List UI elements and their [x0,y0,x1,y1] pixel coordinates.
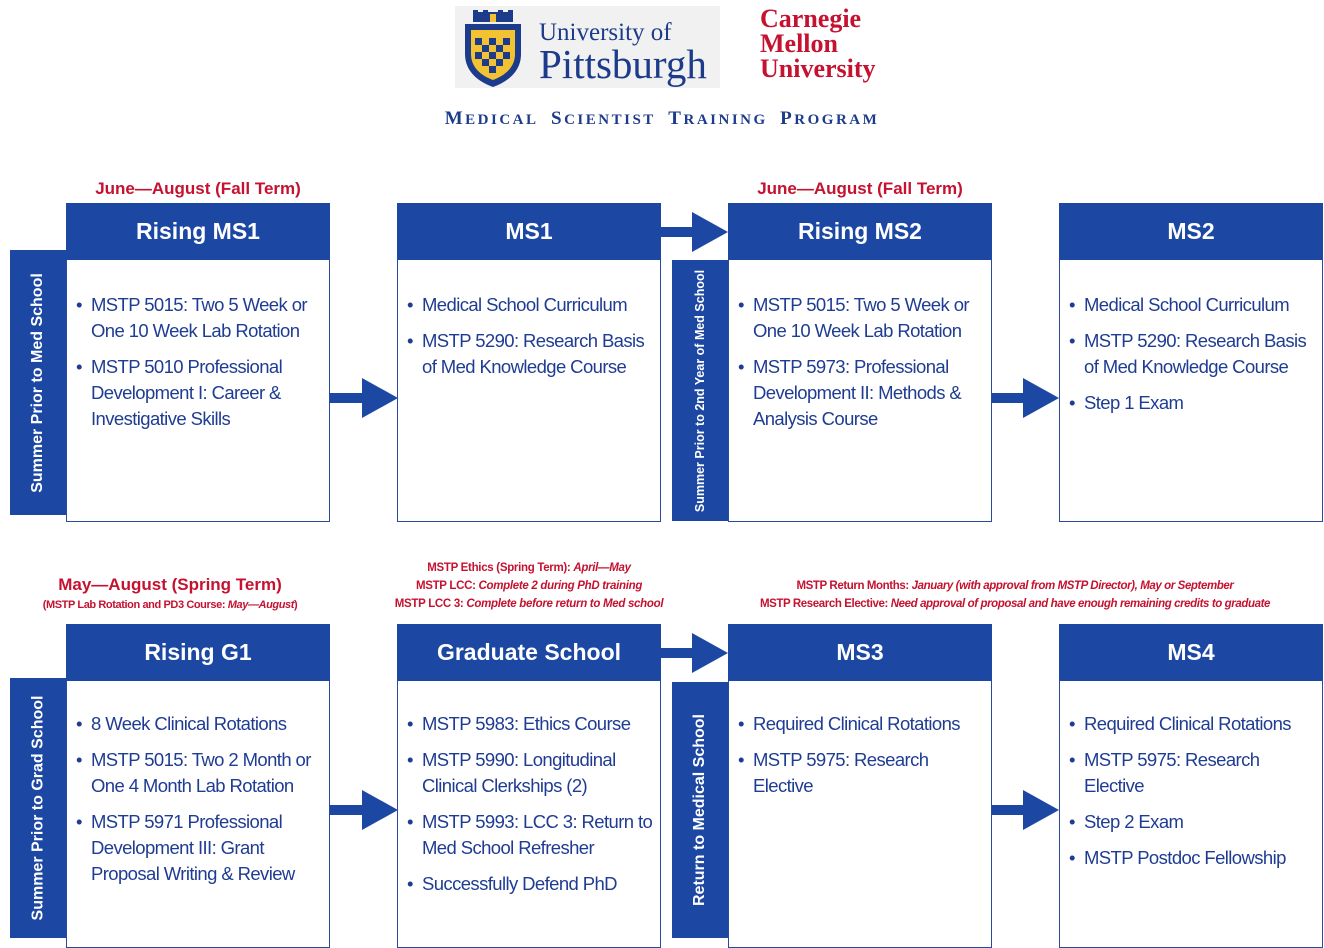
pitt-logo-line1: University of [539,19,672,46]
stage-body-rising-ms2: MSTP 5015: Two 5 Week or One 10 Week Lab… [728,258,992,522]
note-rising-ms1: June—August (Fall Term) [95,179,301,198]
stage-body-ms3: Required Clinical Rotations MSTP 5975: R… [728,678,992,948]
arrow-right-icon [330,790,398,830]
list-item: MSTP 5290: Research Basis of Med Knowled… [1069,328,1319,380]
list-item: MSTP 5983: Ethics Course [407,711,657,737]
stage-items-ms4: Required Clinical Rotations MSTP 5975: R… [1069,711,1319,881]
stage-title-ms1: MS1 [397,203,661,260]
cmu-logo-line2: Mellon [760,29,838,58]
cmu-logo-line1: Carnegie [760,4,862,33]
note-label: MSTP Research Elective: [759,598,891,610]
stage-title-ms2: MS2 [1059,203,1323,260]
list-item: MSTP 5975: Research Elective [1069,747,1319,799]
arrow-right-icon [992,378,1059,418]
list-item: MSTP 5993: LCC 3: Return to Med School R… [407,809,657,861]
side-label-summer-prior-med-school: Summer Prior to Med School [10,250,66,515]
note-value: January (with approval from MSTP Directo… [911,580,1234,592]
list-item: MSTP 5971 Professional Development III: … [76,809,326,887]
list-item: Medical School Curriculum [1069,292,1319,318]
side-label-summer-prior-2nd-year: Summer Prior to 2nd Year of Med School [672,260,728,521]
pitt-logo: University of Pittsburgh [455,6,720,88]
list-item: MSTP 5015: Two 2 Month or One 4 Month La… [76,747,326,799]
stage-items-graduate-school: MSTP 5983: Ethics Course MSTP 5990: Long… [407,711,657,907]
stage-items-ms1: Medical School Curriculum MSTP 5290: Res… [407,292,655,390]
stage-body-rising-ms1: MSTP 5015: Two 5 Week or One 10 Week Lab… [66,258,330,522]
note-label: MSTP LCC: [415,580,479,592]
program-name: MEDICAL SCIENTIST TRAINING PROGRAM [0,108,1324,130]
list-item: MSTP 5990: Longitudinal Clinical Clerksh… [407,747,657,799]
side-label-return-medical-school: Return to Medical School [672,682,728,938]
note-value: April—May [573,562,631,574]
side-label-text: Summer Prior to Grad School [29,695,46,921]
note-graduate-school: MSTP Ethics (Spring Term): April—May MST… [349,559,709,613]
side-label-text: Return to Medical School [691,713,709,907]
program-name-word: MEDICAL [444,108,539,129]
stage-title-graduate-school: Graduate School [397,624,661,681]
stage-title-ms4: MS4 [1059,624,1323,681]
note-value: Complete before return to Med school [466,598,664,610]
note-rising-ms2: June—August (Fall Term) [757,179,963,198]
list-item: Medical School Curriculum [407,292,655,318]
list-item: MSTP 5010 Professional Development I: Ca… [76,354,324,432]
side-label-text: Summer Prior to 2nd Year of Med School [693,269,707,512]
list-item: Step 1 Exam [1069,390,1319,416]
stage-body-graduate-school: MSTP 5983: Ethics Course MSTP 5990: Long… [397,678,661,948]
stage-items-ms2: Medical School Curriculum MSTP 5290: Res… [1069,292,1319,426]
list-item: MSTP 5973: Professional Development II: … [738,354,986,432]
stage-items-ms3: Required Clinical Rotations MSTP 5975: R… [738,711,988,809]
note-label: MSTP Return Months: [796,580,912,592]
program-name-word: TRAINING [668,108,768,129]
note-label: MSTP Ethics (Spring Term): [427,562,574,574]
program-name-word: SCIENTIST [551,108,656,129]
pitt-shield-icon [465,10,521,87]
note-line: MSTP Research Elective: Need approval of… [700,595,1324,613]
list-item: Successfully Defend PhD [407,871,657,897]
list-item: MSTP 5975: Research Elective [738,747,988,799]
stage-title-rising-ms1: Rising MS1 [66,203,330,260]
cmu-logo-line3: University [760,54,876,83]
note-value: May—August [227,599,295,611]
list-item: MSTP 5015: Two 5 Week or One 10 Week Lab… [738,292,986,344]
arrow-right-icon [661,633,728,673]
stage-body-ms4: Required Clinical Rotations MSTP 5975: R… [1059,678,1323,948]
note-label: MSTP LCC 3: [394,598,467,610]
arrow-right-icon [330,378,398,418]
arrow-right-icon [992,790,1059,830]
side-label-summer-prior-grad-school: Summer Prior to Grad School [10,678,66,938]
stage-items-rising-g1: 8 Week Clinical Rotations MSTP 5015: Two… [76,711,326,897]
note-line: MSTP LCC 3: Complete before return to Me… [349,595,709,613]
stage-body-rising-g1: 8 Week Clinical Rotations MSTP 5015: Two… [66,678,330,948]
program-name-word: PROGRAM [780,108,880,129]
note-value: Need approval of proposal and have enoug… [890,598,1271,610]
stage-items-rising-ms2: MSTP 5015: Two 5 Week or One 10 Week Lab… [738,292,986,442]
note-line: MSTP LCC: Complete 2 during PhD training [349,577,709,595]
note-return-med-school: MSTP Return Months: January (with approv… [700,577,1324,613]
list-item: Required Clinical Rotations [1069,711,1319,737]
note-label: (MSTP Lab Rotation and PD3 Course: [42,599,228,611]
note-rising-g1-sub: (MSTP Lab Rotation and PD3 Course: May—A… [0,599,340,611]
stage-items-rising-ms1: MSTP 5015: Two 5 Week or One 10 Week Lab… [76,292,324,442]
note-value: Complete 2 during PhD training [478,580,643,592]
note-rising-g1: May—August (Spring Term) [58,575,282,594]
arrow-right-icon [661,212,728,252]
side-label-text: Summer Prior to Med School [29,272,46,493]
list-item: Step 2 Exam [1069,809,1319,835]
note-end: ) [294,599,298,611]
list-item: 8 Week Clinical Rotations [76,711,326,737]
pitt-logo-line2: Pittsburgh [539,41,707,87]
stage-body-ms2: Medical School Curriculum MSTP 5290: Res… [1059,258,1323,522]
note-line: MSTP Return Months: January (with approv… [700,577,1324,595]
list-item: Required Clinical Rotations [738,711,988,737]
list-item: MSTP 5290: Research Basis of Med Knowled… [407,328,655,380]
list-item: MSTP Postdoc Fellowship [1069,845,1319,871]
stage-title-rising-ms2: Rising MS2 [728,203,992,260]
list-item: MSTP 5015: Two 5 Week or One 10 Week Lab… [76,292,324,344]
cmu-logo: Carnegie Mellon University [760,4,900,83]
stage-title-ms3: MS3 [728,624,992,681]
stage-body-ms1: Medical School Curriculum MSTP 5290: Res… [397,258,661,522]
note-line: MSTP Ethics (Spring Term): April—May [349,559,709,577]
stage-title-rising-g1: Rising G1 [66,624,330,681]
